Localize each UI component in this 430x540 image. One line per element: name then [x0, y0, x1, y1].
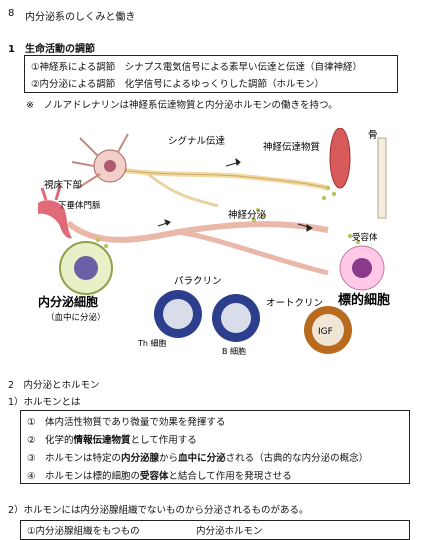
section-number: 8: [8, 8, 15, 19]
label-th-cell: Th 細胞: [137, 338, 167, 348]
label-endocrine-cell: 内分泌細胞: [38, 294, 98, 309]
label-receptor: 受容体: [352, 232, 378, 243]
hormone-item-1: ① 体内活性物質であり微量で効果を発揮する: [27, 417, 226, 428]
regulation-line-1: ①神経系による調節 シナプス電気信号による素早い伝達と伝達（自律神経）: [31, 62, 362, 73]
b-cell-icon: [212, 294, 260, 342]
label-neurotransmitter: 神経伝達物質: [263, 141, 320, 153]
neuron-icon: [71, 133, 129, 189]
noradrenaline-note: ※ ノルアドレナリンは神経系伝達物質と内分泌ホルモンの働きを持つ。: [26, 100, 338, 111]
part2-sub2: 2）ホルモンには内分泌腺組織でないものから分泌されるものがある。: [8, 505, 309, 516]
glandular-box: ①内分泌腺組織をもつもの 内分泌ホルモン: [20, 520, 410, 540]
th-cell-icon: [154, 290, 202, 338]
muscle-icon: [329, 128, 351, 189]
part2-sub1: 1）ホルモンとは: [8, 397, 81, 408]
label-paracrine: パラクリン: [174, 276, 222, 287]
glandular-right: 内分泌ホルモン: [196, 526, 263, 537]
label-hypothalamus: 視床下部: [44, 179, 82, 191]
hormone-item-3: ③ ホルモンは特定の内分泌腺から血中に分泌される（古典的な内分泌の概念）: [27, 453, 369, 464]
label-igf: IGF: [318, 327, 333, 337]
regulation-line-2: ②内分泌による調節 化学信号によるゆっくりした調節（ホルモン）: [31, 79, 324, 90]
label-portal: 下垂体門脈: [58, 200, 101, 211]
hormone-item-4: ④ ホルモンは標的細胞の受容体と結合して作用を発現させる: [27, 471, 292, 482]
target-cell-icon: [339, 245, 385, 291]
label-neurosecretion: 神経分泌: [228, 209, 267, 221]
hormone-item-2: ② 化学的情報伝達物質として作用する: [27, 435, 197, 446]
endocrine-diagram: シグナル伝達 神経伝達物質 骨 視床下部 下垂体門脈 神経分泌 受容体 内分泌細…: [38, 128, 390, 356]
section-title: 内分泌系のしくみと働き: [25, 12, 136, 23]
igf-cell-icon: [304, 306, 352, 354]
label-b-cell: B 細胞: [222, 346, 246, 356]
part1-heading: 1 生命活動の調節: [8, 44, 95, 55]
hypothalamus-icon: [38, 185, 72, 239]
label-bone: 骨: [368, 130, 378, 141]
label-autocrine: オートクリン: [266, 298, 323, 309]
label-signal: シグナル伝達: [168, 135, 226, 147]
endocrine-cell-icon: [59, 241, 113, 295]
glandular-left: ①内分泌腺組織をもつもの: [27, 526, 140, 537]
bone-icon: [377, 137, 387, 219]
hormone-box: ① 体内活性物質であり微量で効果を発揮する ② 化学的情報伝達物質として作用する…: [20, 410, 410, 484]
label-target-cell: 標的細胞: [338, 292, 390, 308]
label-endocrine-sub: （血中に分泌）: [46, 312, 106, 323]
part2-heading: 2 内分泌とホルモン: [8, 380, 100, 391]
regulation-box: ①神経系による調節 シナプス電気信号による素早い伝達と伝達（自律神経） ②内分泌…: [24, 55, 398, 93]
